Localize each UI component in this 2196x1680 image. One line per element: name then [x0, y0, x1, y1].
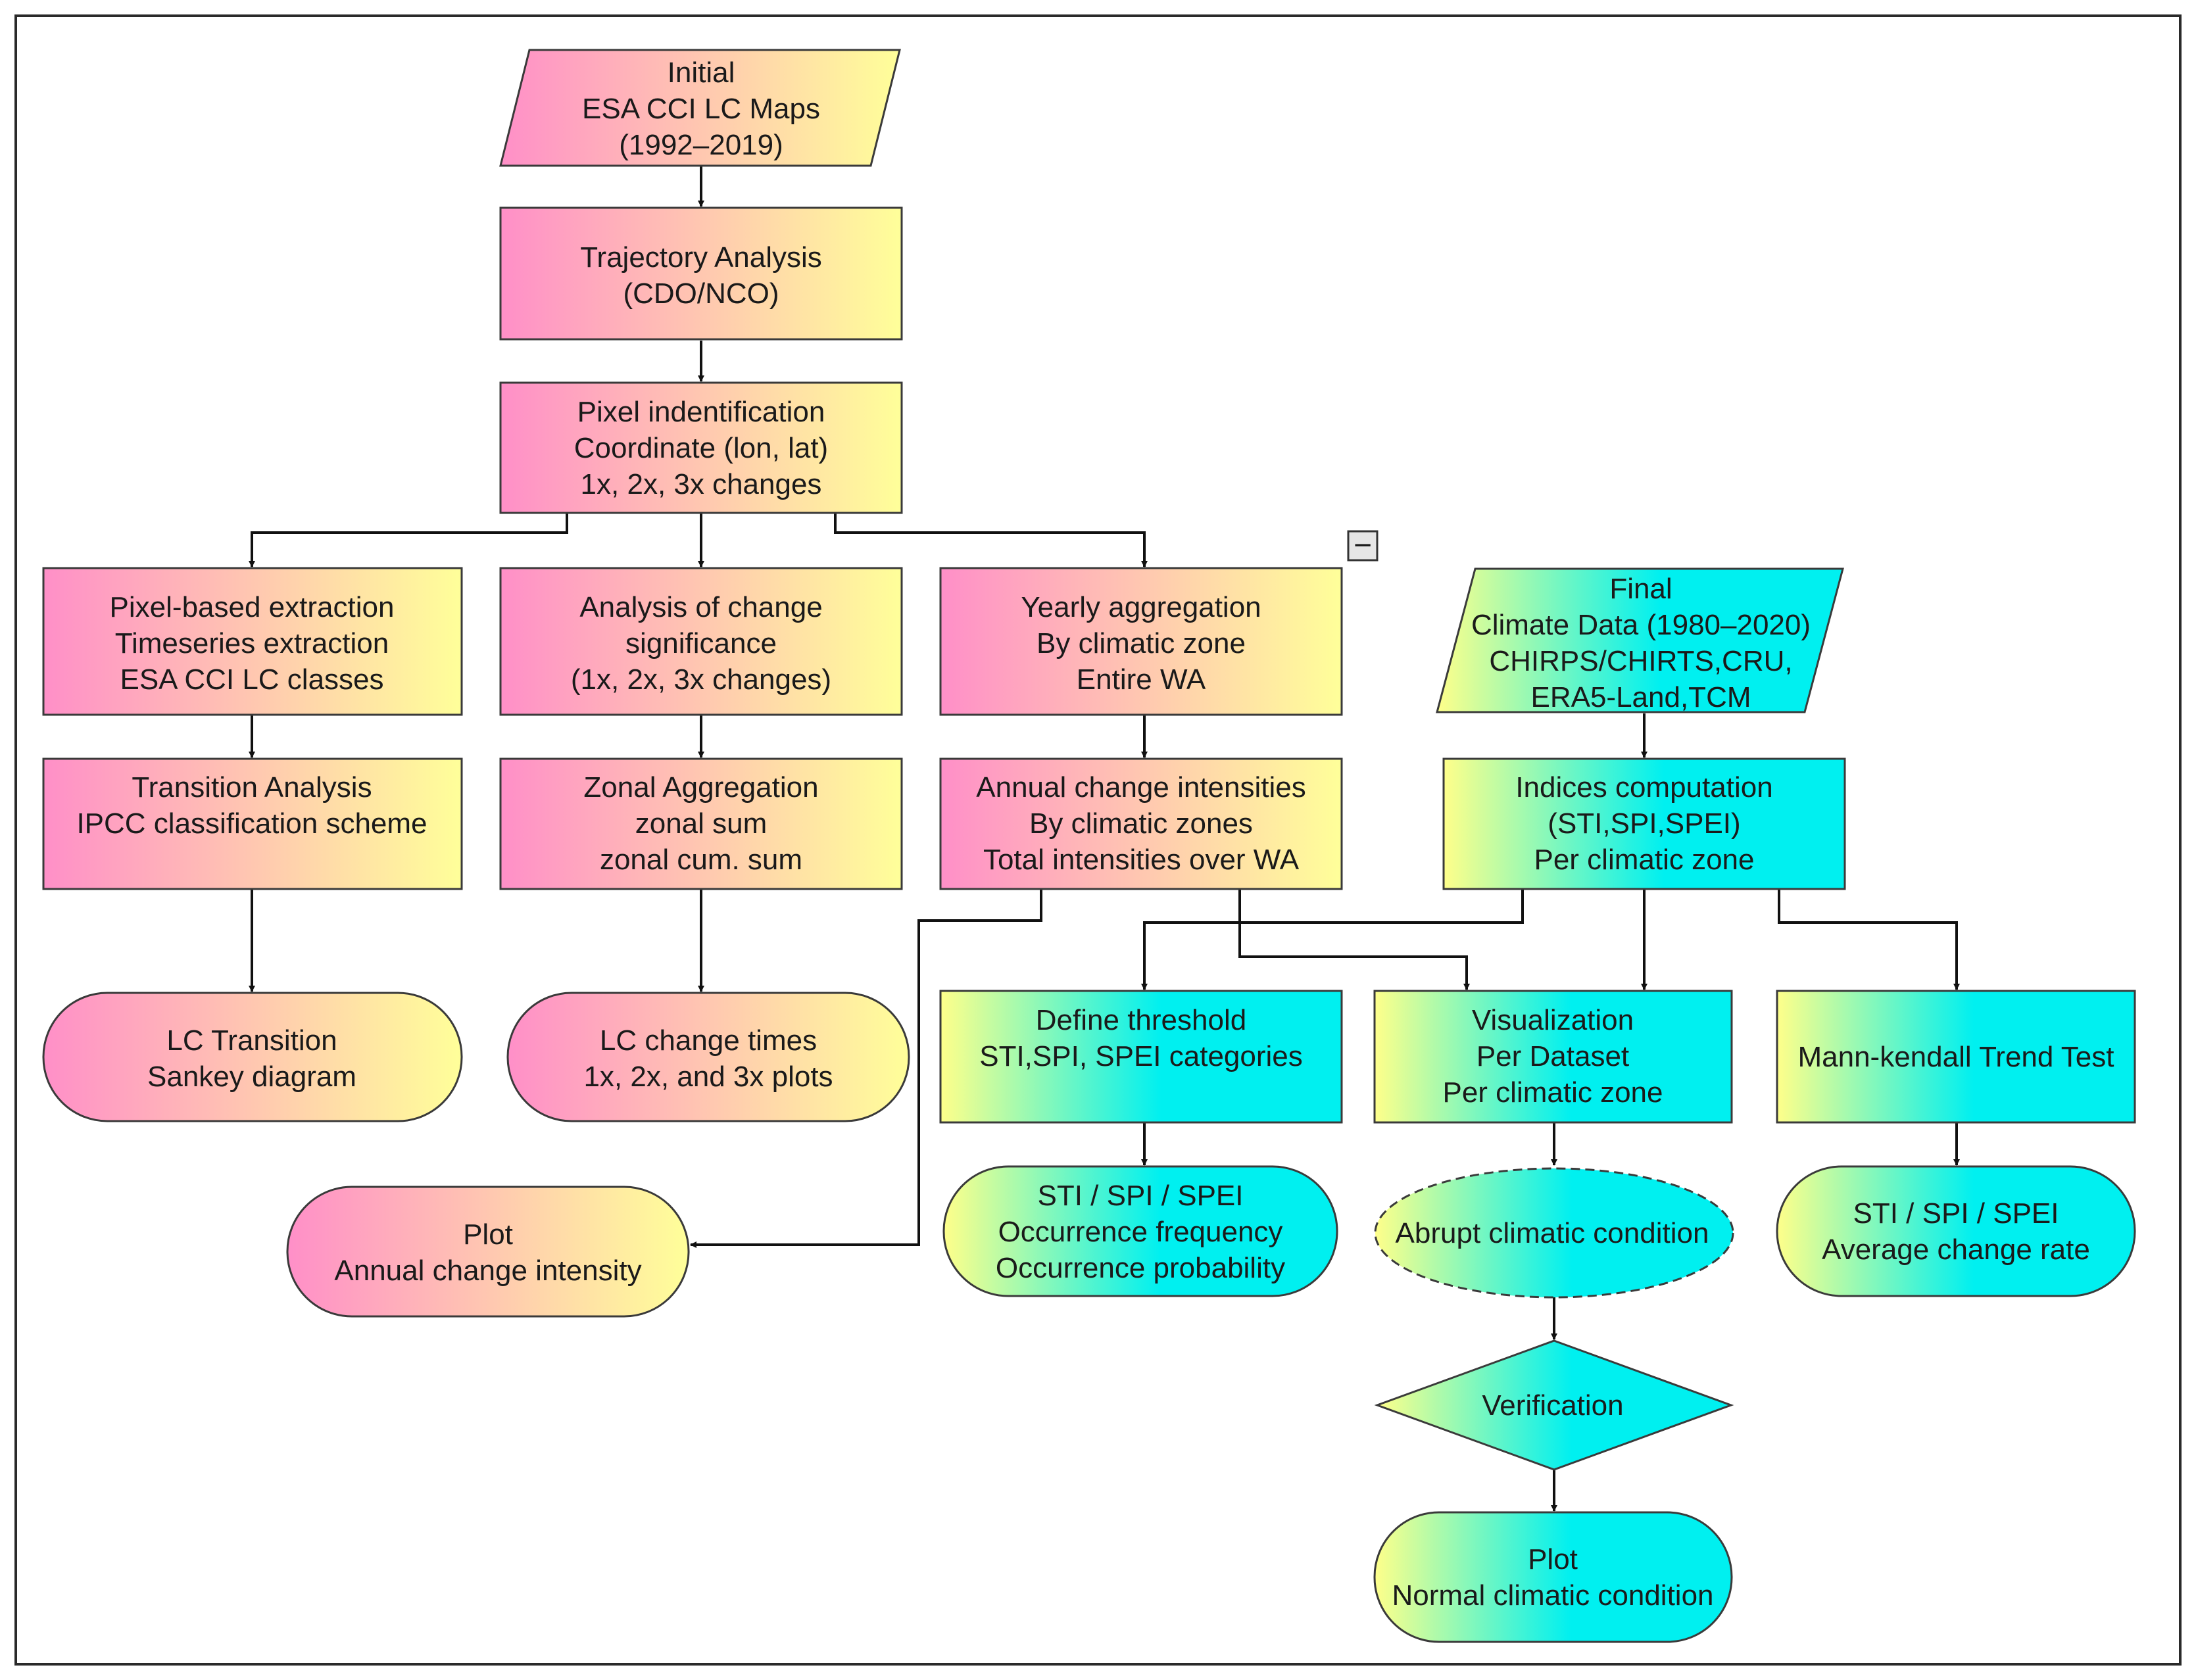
- collapse-button[interactable]: −: [1347, 528, 1379, 563]
- arrow-annual-change-to-plot: [690, 889, 1042, 1248]
- verification-line-1: Verification: [1482, 1389, 1623, 1422]
- initial-line-3: (1992–2019): [619, 129, 783, 161]
- indices-line-3: Per climatic zone: [1534, 844, 1754, 876]
- define-threshold-node: [939, 990, 1343, 1124]
- lc-transition-output-line-2: Sankey diagram: [147, 1061, 356, 1093]
- plot-normal-output-line-2: Normal climatic condition: [1392, 1579, 1713, 1612]
- trajectory-analysis-node: [499, 206, 903, 341]
- plot-annual-output-line-1: Plot: [463, 1218, 513, 1251]
- visualization-line-1: Visualization: [1472, 1004, 1634, 1036]
- average-change-output-line-1: STI / SPI / SPEI: [1853, 1197, 2059, 1230]
- plot-normal-output-node: [1373, 1511, 1733, 1643]
- average-change-output-node: [1776, 1165, 2136, 1297]
- zonal-aggregation-line-1: Zonal Aggregation: [583, 771, 818, 804]
- annual-change-node: [939, 757, 1343, 890]
- pixel-identification-node: [499, 381, 903, 514]
- visualization-line-3: Per climatic zone: [1442, 1076, 1663, 1109]
- visualization-node: [1373, 990, 1733, 1124]
- connectors: [249, 139, 1960, 1512]
- yearly-aggregation-line-3: Entire WA: [1077, 663, 1206, 696]
- annual-change-line-2: By climatic zones: [1029, 807, 1253, 840]
- mann-kendall-node: [1776, 990, 2136, 1124]
- pixel-id-line-3: 1x, 2x, 3x changes: [581, 468, 822, 500]
- final-line-4: ERA5-Land,TCM: [1530, 681, 1751, 713]
- arrow-pixel-id-to-extraction: [249, 513, 568, 567]
- change-significance-line-3: (1x, 2x, 3x changes): [571, 663, 831, 696]
- indices-computation-node: [1442, 757, 1846, 890]
- abrupt-condition-node: [1374, 1167, 1734, 1299]
- plot-annual-output-line-2: Annual change intensity: [334, 1255, 641, 1287]
- outer-frame: [14, 14, 2182, 1666]
- zonal-aggregation-node: [499, 757, 903, 890]
- initial-line-1: Initial: [668, 57, 735, 89]
- initial-line-2: ESA CCI LC Maps: [582, 93, 820, 125]
- plot-annual-output-node: [286, 1186, 690, 1318]
- yearly-aggregation-line-1: Yearly aggregation: [1021, 591, 1261, 623]
- trajectory-line-1: Trajectory Analysis: [580, 241, 822, 274]
- transition-analysis-line-1: Transition Analysis: [132, 771, 372, 804]
- occurrence-output-line-3: Occurrence probability: [996, 1252, 1285, 1284]
- arrow-annual-change-to-visualization: [1238, 889, 1470, 990]
- zonal-aggregation-line-2: zonal sum: [635, 807, 768, 840]
- collapse-icon: −: [1354, 528, 1372, 563]
- lc-change-times-output-line-1: LC change times: [600, 1024, 817, 1057]
- arrow-indices-to-threshold: [1141, 889, 1524, 990]
- mann-kendall-line-1: Mann-kendall Trend Test: [1797, 1041, 2114, 1073]
- average-change-output-line-2: Average change rate: [1822, 1234, 2090, 1266]
- zonal-aggregation-line-3: zonal cum. sum: [600, 844, 802, 876]
- annual-change-line-3: Total intensities over WA: [983, 844, 1300, 876]
- change-significance-line-2: significance: [625, 627, 777, 660]
- pixel-extraction-node: [42, 567, 463, 716]
- plot-normal-output-line-1: Plot: [1528, 1543, 1578, 1575]
- final-data-node: [1436, 567, 1844, 713]
- lc-change-times-output-node: [506, 992, 910, 1122]
- define-threshold-line-1: Define threshold: [1036, 1004, 1246, 1036]
- annual-change-line-1: Annual change intensities: [976, 771, 1305, 804]
- transition-analysis-line-2: IPCC classification scheme: [76, 807, 427, 840]
- transition-analysis-node: [42, 757, 463, 890]
- occurrence-output-node: [942, 1165, 1338, 1297]
- arrow-indices-to-mann-kendall: [1778, 889, 1960, 990]
- lc-transition-output-line-1: LC Transition: [166, 1024, 337, 1057]
- yearly-aggregation-node: [939, 567, 1343, 716]
- verification-decision-node: [1374, 1339, 1734, 1471]
- pixel-id-line-1: Pixel indentification: [577, 396, 825, 428]
- lc-transition-output-node: [42, 992, 463, 1122]
- define-threshold-line-2: STI,SPI, SPEI categories: [979, 1040, 1303, 1072]
- pixel-id-line-2: Coordinate (lon, lat): [574, 432, 828, 464]
- final-line-3: CHIRPS/CHIRTS,CRU,: [1489, 645, 1792, 677]
- pixel-extraction-line-2: Timeseries extraction: [115, 627, 389, 660]
- yearly-aggregation-line-2: By climatic zone: [1037, 627, 1246, 660]
- arrow-pixel-id-to-aggregation: [834, 513, 1148, 567]
- occurrence-output-line-1: STI / SPI / SPEI: [1038, 1180, 1244, 1212]
- initial-data-node: [499, 49, 901, 167]
- pixel-extraction-line-1: Pixel-based extraction: [110, 591, 395, 623]
- trajectory-line-2: (CDO/NCO): [623, 277, 779, 310]
- abrupt-condition-line-1: Abrupt climatic condition: [1396, 1217, 1709, 1249]
- change-significance-line-1: Analysis of change: [579, 591, 822, 623]
- final-line-2: Climate Data (1980–2020): [1471, 609, 1811, 641]
- occurrence-output-line-2: Occurrence frequency: [998, 1216, 1283, 1248]
- final-line-1: Final: [1609, 573, 1672, 605]
- lc-change-times-output-line-2: 1x, 2x, and 3x plots: [583, 1061, 833, 1093]
- pixel-extraction-line-3: ESA CCI LC classes: [120, 663, 383, 696]
- change-significance-node: [499, 567, 903, 716]
- indices-line-2: (STI,SPI,SPEI): [1548, 807, 1740, 840]
- visualization-line-2: Per Dataset: [1476, 1040, 1629, 1072]
- indices-line-1: Indices computation: [1515, 771, 1772, 804]
